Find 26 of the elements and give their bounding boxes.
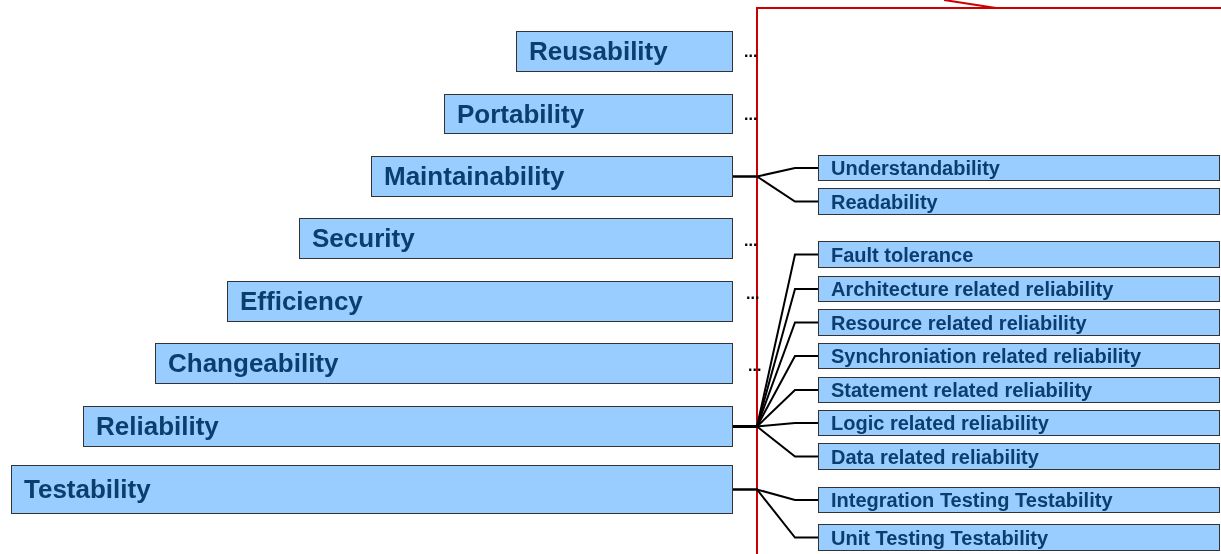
connector-line (732, 175, 819, 203)
ellipsis-text: ... (744, 233, 758, 249)
quality-box: Reusability (516, 31, 733, 72)
sub-quality-box: Readability (818, 188, 1220, 215)
sub-quality-box: Unit Testing Testability (818, 524, 1220, 551)
quality-box: Reliability (83, 406, 733, 447)
sub-quality-box: Statement related reliability (818, 377, 1220, 403)
sub-quality-box: Logic related reliability (818, 410, 1220, 436)
sub-quality-box: Integration Testing Testability (818, 487, 1220, 513)
ellipsis-text: ... (746, 286, 760, 302)
quality-box: Changeability (155, 343, 733, 384)
quality-box: Efficiency (227, 281, 733, 322)
connector-line (732, 488, 819, 539)
quality-box: Testability (11, 465, 733, 514)
ellipsis-text: ... (748, 358, 762, 374)
quality-box: Security (299, 218, 733, 259)
sub-quality-box: Architecture related reliability (818, 276, 1220, 302)
quality-box: Maintainability (371, 156, 733, 197)
sub-quality-box: Resource related reliability (818, 309, 1220, 336)
sub-quality-box: Understandability (818, 155, 1220, 181)
sub-quality-box: Fault tolerance (818, 241, 1220, 268)
sub-quality-box: Data related reliability (818, 443, 1220, 470)
quality-box: Portability (444, 94, 733, 134)
sub-quality-box: Synchroniation related reliability (818, 343, 1220, 369)
ellipsis-text: ... (744, 107, 758, 123)
ellipsis-text: ... (744, 44, 758, 60)
